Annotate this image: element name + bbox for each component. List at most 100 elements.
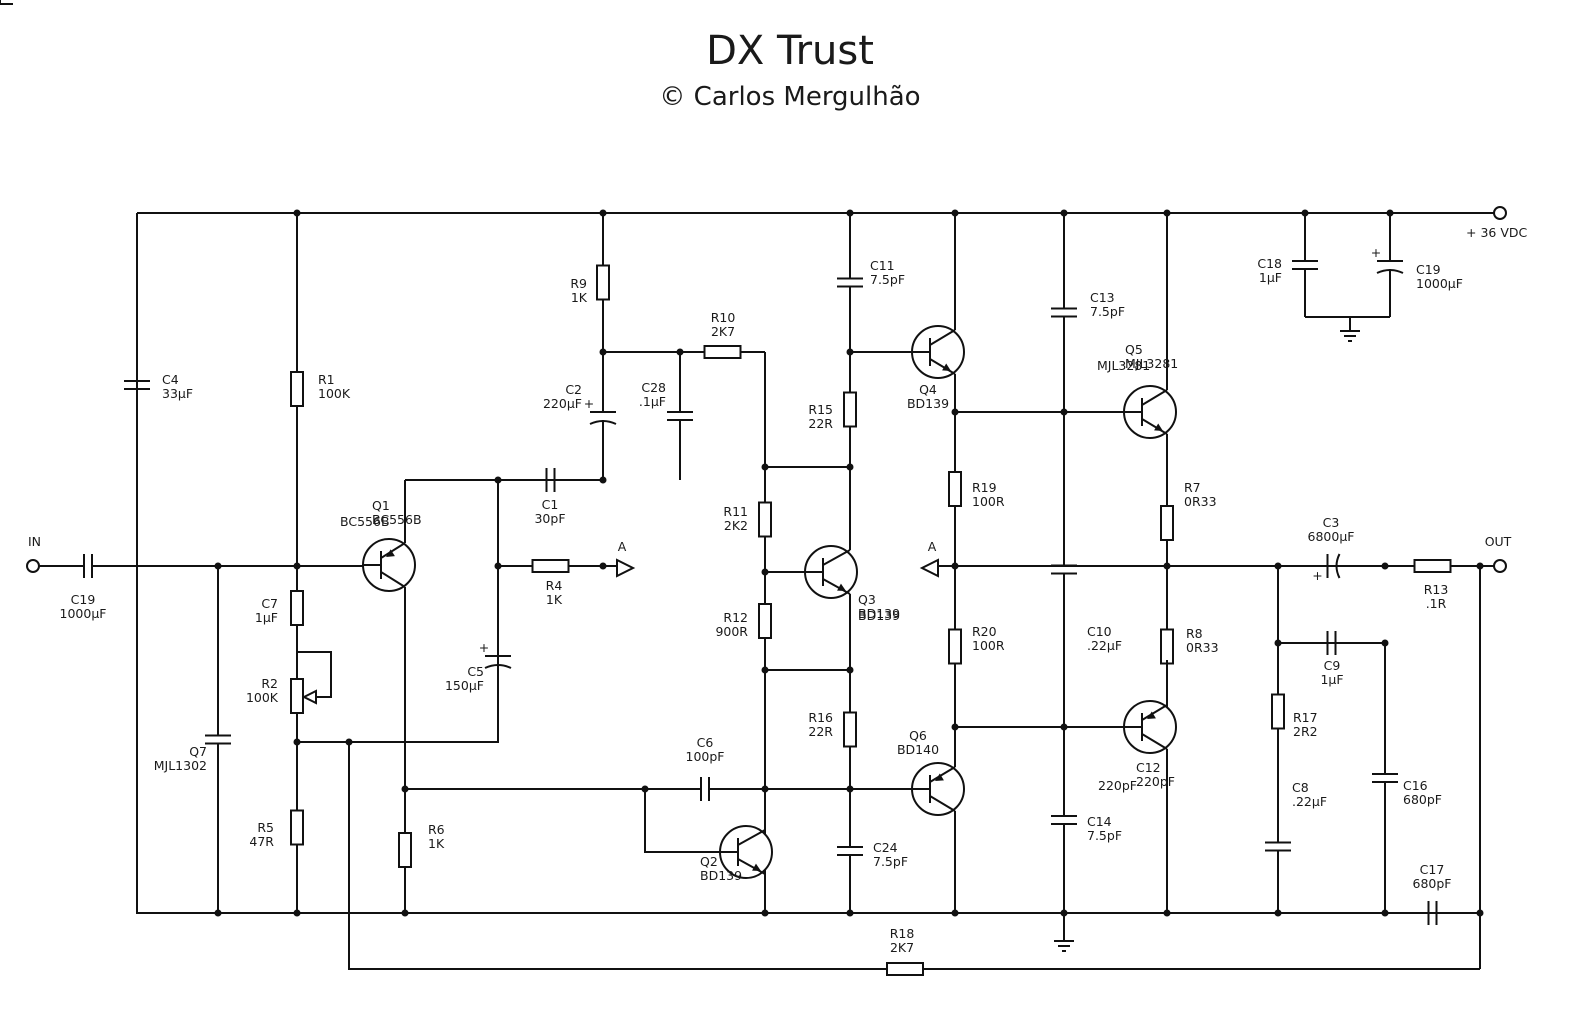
component-value: 220µF	[543, 396, 582, 411]
component-value: 7.5pF	[1090, 304, 1125, 319]
component-ref: Q1	[372, 498, 390, 513]
resistor-r7	[1160, 480, 1174, 566]
capacitor-c28	[667, 352, 693, 480]
transistor-c12	[1123, 660, 1177, 913]
component-value: 100R	[972, 638, 1005, 653]
component-ref: R5	[257, 820, 274, 835]
component-value: 1K	[546, 592, 563, 607]
capacitor-c4	[124, 330, 150, 440]
component-value: 150µF	[445, 678, 484, 693]
component-ref: R20	[972, 624, 997, 639]
labels: + 36 VDCINC191000µFC433µFR1100KC71µFR210…	[28, 225, 1528, 955]
component-value: 7.5pF	[1087, 828, 1122, 843]
component-value: .22µF	[1087, 638, 1122, 653]
junction-dot	[293, 738, 301, 746]
component-ref: R17	[1293, 710, 1318, 725]
resistor-r6	[398, 787, 412, 913]
component-ref: R4	[546, 578, 563, 593]
component-ref: R6	[428, 822, 445, 837]
component-ref: R7	[1184, 480, 1201, 495]
component-ref: C18	[1257, 256, 1282, 271]
capacitor-c9	[1278, 631, 1385, 655]
junction-dot	[846, 785, 854, 793]
component-value: 100K	[246, 690, 279, 705]
capacitor-c17	[1385, 901, 1480, 925]
junction-dot	[293, 909, 301, 917]
junction-dot	[1274, 639, 1282, 647]
component-value: 22R	[808, 724, 833, 739]
plus-sign: +	[1371, 245, 1381, 260]
resistor-r17	[1271, 643, 1285, 780]
component-value: 220pF	[1098, 778, 1137, 793]
net-a-label: A	[928, 539, 937, 554]
component-value: 2R2	[1293, 724, 1318, 739]
capacitor-c14	[1051, 727, 1077, 913]
resistor-r12	[758, 572, 772, 670]
resistor-r2	[290, 650, 304, 742]
component-value: 1K	[571, 290, 588, 305]
junction-dot	[1301, 209, 1309, 217]
component-ref: C14	[1087, 814, 1112, 829]
junction-dot	[494, 562, 502, 570]
component-ref: C5	[467, 664, 484, 679]
schematic-title: DX Trust	[706, 28, 874, 74]
component-value: 680pF	[1403, 792, 1442, 807]
resistor-r9	[596, 213, 610, 352]
component-value: .1µF	[639, 394, 666, 409]
junction-dot	[1274, 909, 1282, 917]
component-value: 100R	[972, 494, 1005, 509]
component-value: MJL3281	[1097, 358, 1150, 373]
component-value: BD139	[858, 606, 900, 621]
junction-dot	[1060, 408, 1068, 416]
junction-dot	[846, 348, 854, 356]
capacitor-c6	[645, 777, 765, 801]
junction-dot	[599, 562, 607, 570]
component-ref: C6	[697, 735, 714, 750]
input-label: IN	[28, 534, 41, 549]
component-value: 7.5pF	[870, 272, 905, 287]
component-value: 7.5pF	[873, 854, 908, 869]
junction-dot	[599, 209, 607, 217]
component-value: 1µF	[1259, 270, 1282, 285]
component-value: 900R	[715, 624, 748, 639]
ground-symbol	[1054, 927, 1074, 952]
component-ref: Q7	[189, 744, 207, 759]
component-value: 100pF	[686, 749, 725, 764]
junction-dot	[1060, 909, 1068, 917]
component-value: MJL1302	[154, 758, 207, 773]
net-flag-a-left	[616, 558, 636, 578]
component-ref: C13	[1090, 290, 1115, 305]
capacitor-c1	[498, 468, 603, 492]
resistor-r20	[948, 566, 962, 727]
component-ref: Q5	[1125, 342, 1143, 357]
component-ref: R12	[723, 610, 748, 625]
capacitor-c3: +	[1278, 553, 1385, 583]
wire	[297, 651, 332, 698]
component-ref: C16	[1403, 778, 1428, 793]
component-ref: R9	[570, 276, 587, 291]
component-ref: R15	[808, 402, 833, 417]
resistor-r11	[758, 467, 772, 572]
trimmer-arrow	[301, 689, 317, 705]
component-value: 1000µF	[60, 606, 107, 621]
junction-dot	[1163, 909, 1171, 917]
junction-dot	[846, 463, 854, 471]
plus-sign: +	[1312, 568, 1322, 583]
junction-dot	[761, 568, 769, 576]
component-value: .22µF	[1292, 794, 1327, 809]
junction-dots	[214, 209, 1484, 917]
junction-dot	[214, 909, 222, 917]
junction-dot	[345, 738, 353, 746]
junction-dot	[1060, 209, 1068, 217]
junction-dot	[676, 348, 684, 356]
junction-dot	[761, 909, 769, 917]
junction-dot	[1381, 639, 1389, 647]
capacitor-c18	[1292, 213, 1318, 317]
component-value: 220pF	[1136, 774, 1175, 789]
component-ref: C9	[1324, 658, 1341, 673]
component-ref: C7	[261, 596, 278, 611]
component-ref: R1	[318, 372, 335, 387]
capacitor-c19	[0, 0, 13, 5]
junction-dot	[599, 476, 607, 484]
component-value: 2K2	[724, 518, 748, 533]
